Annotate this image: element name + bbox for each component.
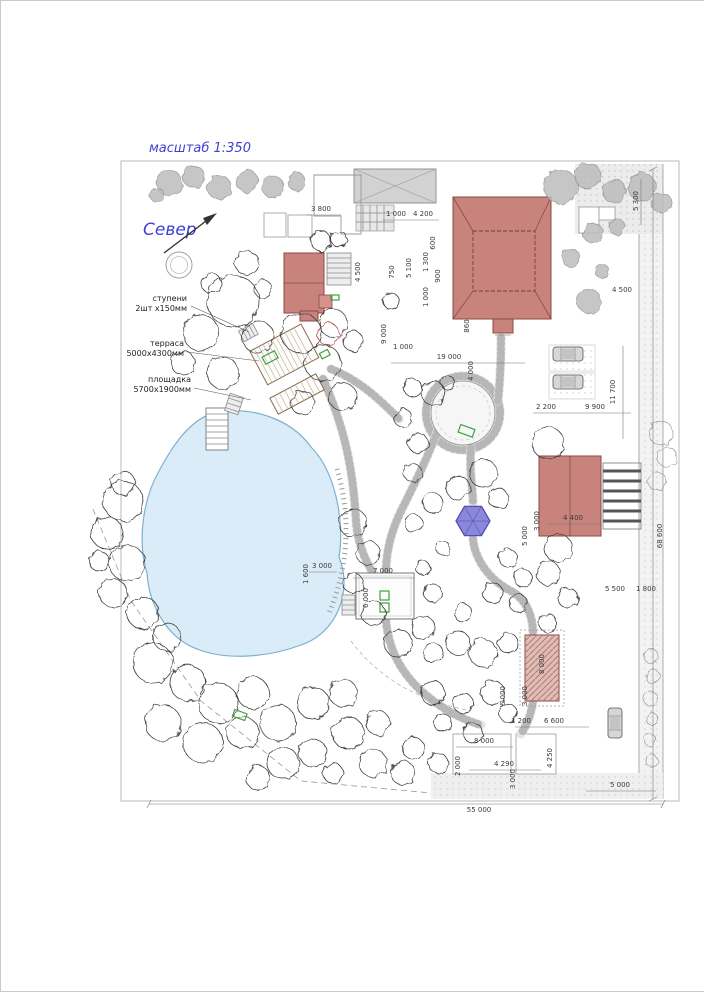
annotation-platform: площадка 5700х1900мм (133, 375, 252, 401)
dimension-label: 9 900 (585, 403, 605, 411)
dimension-label: 7 000 (373, 567, 393, 575)
dimension-label: 4 250 (546, 748, 554, 768)
dimension-label: 5 500 (605, 585, 625, 593)
north-arrow: Север (143, 213, 217, 279)
dimension-label: 4 500 (354, 262, 362, 282)
sheds-top-left (263, 212, 313, 238)
gazebo-hexagon (455, 505, 491, 537)
garden-feature (318, 294, 333, 309)
annotation-text: 5000х4300мм (126, 349, 184, 358)
road-right (638, 164, 664, 799)
pond-steps (224, 392, 244, 416)
annotation-terrace: терраса 5000х4300мм (126, 339, 260, 362)
dimension-label: 4 500 (612, 286, 632, 294)
bottom-road (431, 733, 663, 799)
arrowhead-icon (203, 213, 217, 225)
deck-table (379, 602, 390, 613)
dimension-labels: 3 800 1 000 4 200 5 300 600 4 500 750 5 … (302, 191, 664, 814)
dimension-label: 11 700 (609, 380, 617, 405)
dimension-label: 900 (434, 269, 442, 282)
dimension-label: 2 000 (454, 756, 462, 776)
terrace-deck (249, 323, 320, 386)
plaza-bench (457, 423, 476, 438)
dimension-label: 750 (388, 265, 396, 278)
dimension-label: 1 600 (302, 564, 310, 584)
annotation-text: 5700х1900мм (133, 385, 191, 394)
car (552, 374, 584, 390)
dimension-label: 8 000 (474, 737, 494, 745)
dimension-label: 3 000 (521, 686, 529, 706)
dimension-label: 4 000 (467, 361, 475, 381)
dimension-label: 8 000 (538, 654, 546, 674)
deck-table (379, 590, 390, 601)
terrace-bench (261, 349, 279, 366)
north-label: Север (143, 220, 197, 240)
dimension-label: 1 000 (422, 287, 430, 307)
annotation-steps: ступени 2шт х150мм (135, 294, 250, 333)
dimension-label: 2 200 (536, 403, 556, 411)
dimension-label: 3 000 (533, 511, 541, 531)
dimension-label: 5 100 (405, 258, 413, 278)
round-plaza (430, 380, 496, 446)
guest-house (283, 252, 352, 322)
dimension-label: 4 400 (563, 514, 583, 522)
main-house (452, 196, 552, 336)
annotation-text: терраса (150, 339, 184, 348)
wooden-pier (205, 407, 229, 451)
dimension-label: 3 000 (312, 562, 332, 570)
car (552, 346, 584, 362)
main-house-porch (492, 318, 514, 334)
utility-building (313, 168, 437, 235)
annotation-text: ступени (153, 294, 187, 303)
dimension-label: 6 000 (362, 588, 370, 608)
dimension-label: 55 000 (467, 806, 492, 814)
dimension-lines (146, 166, 666, 809)
dimension-label: 1 800 (636, 585, 656, 593)
dimension-label: 5 000 (610, 781, 630, 789)
dimension-label: 600 (429, 236, 437, 249)
dimension-label: 3 000 (509, 769, 517, 789)
trees-layer (88, 162, 678, 791)
terrace-steps (237, 323, 259, 343)
dimension-label: 19 000 (437, 353, 462, 361)
pond (141, 410, 349, 657)
dimension-label: 9 000 (380, 324, 388, 344)
dimension-label: 1 000 (393, 343, 413, 351)
garden-furniture (231, 294, 340, 722)
dimension-label: 860 (463, 319, 471, 332)
car (607, 707, 623, 739)
dimension-label: 6 600 (544, 717, 564, 725)
dimension-label: 4 290 (494, 760, 514, 768)
dimension-label: 5 300 (632, 191, 640, 211)
dimension-label: 1 300 (422, 252, 430, 272)
dimension-label: 5 000 (521, 526, 529, 546)
annotation-text: площадка (148, 375, 191, 384)
compass-icon (165, 251, 193, 279)
dimension-label: 1 000 (386, 210, 406, 218)
dimension-label: 4 200 (413, 210, 433, 218)
scale-label: масштаб 1:350 (149, 141, 251, 156)
dimension-label: 6 000 (499, 686, 507, 706)
garden-paths (92, 332, 538, 794)
walkway-deck (269, 373, 325, 415)
annotation-text: 2шт х150мм (135, 304, 187, 313)
bath-house (538, 455, 642, 537)
outbuilding (519, 629, 565, 707)
dimension-label: 68 600 (656, 524, 664, 549)
dimension-label: 1 200 (511, 717, 531, 725)
garden-deck (341, 572, 415, 620)
dimension-label: 3 800 (311, 205, 331, 213)
